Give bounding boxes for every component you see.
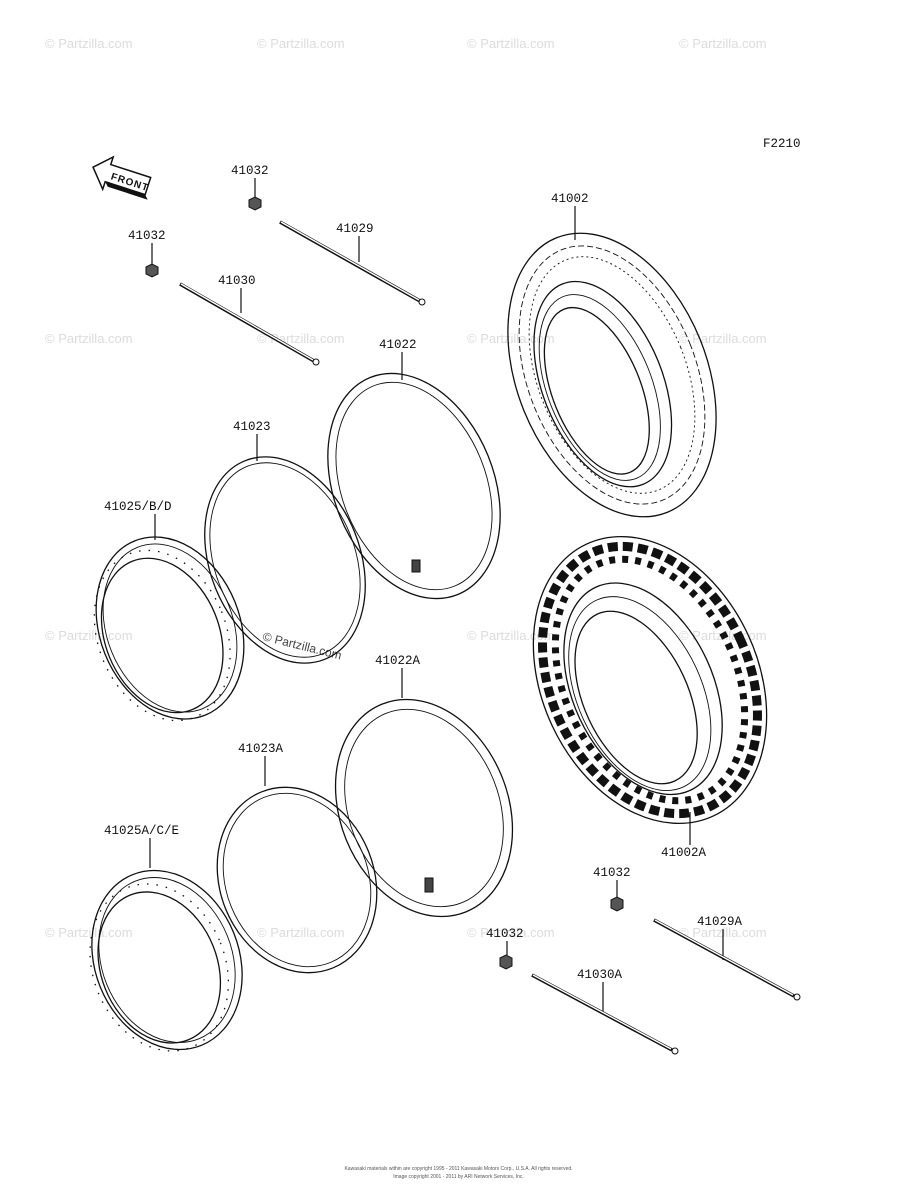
watermark: © Partzilla.com bbox=[45, 925, 133, 940]
watermark: © Partzilla.com bbox=[467, 331, 555, 346]
label-41022: 41022 bbox=[379, 338, 417, 352]
label-41029: 41029 bbox=[336, 222, 374, 236]
valve-nut-icon bbox=[145, 263, 159, 278]
label-41002A: 41002A bbox=[661, 846, 707, 860]
front-axle-alt-icon bbox=[653, 918, 801, 1001]
label-41023: 41023 bbox=[233, 420, 271, 434]
copyright-line-1: Kawasaki materials within are copyright … bbox=[344, 1166, 573, 1172]
axle-nut-icon bbox=[610, 896, 624, 912]
label-41032-upper-left: 41032 bbox=[128, 229, 166, 243]
tube-valve-icon bbox=[424, 877, 434, 893]
label-41022A: 41022A bbox=[375, 654, 421, 668]
label-41032-upper-right: 41032 bbox=[231, 164, 269, 178]
watermark: © Partzilla.com bbox=[257, 925, 345, 940]
label-41032-lower-right: 41032 bbox=[593, 866, 631, 880]
valve-nut-icon bbox=[248, 196, 262, 211]
watermark: © Partzilla.com bbox=[467, 36, 555, 51]
label-41030: 41030 bbox=[218, 274, 256, 288]
rear-axle-alt-icon bbox=[531, 973, 679, 1055]
tube-valve-icon bbox=[411, 559, 421, 573]
watermark: © Partzilla.com bbox=[679, 331, 767, 346]
copyright-line-2: Image copyright 2001 - 2011 by ARI Netwo… bbox=[393, 1174, 524, 1180]
watermark: © Partzilla.com bbox=[45, 628, 133, 643]
label-41029A: 41029A bbox=[697, 915, 743, 929]
watermark: © Partzilla.com bbox=[257, 36, 345, 51]
watermark: © Partzilla.com bbox=[467, 628, 555, 643]
watermark: © Partzilla.com bbox=[45, 331, 133, 346]
watermark: © Partzilla.com bbox=[45, 36, 133, 51]
rear-rim-band-icon bbox=[216, 786, 378, 974]
label-41032-lower-left: 41032 bbox=[486, 927, 524, 941]
watermark: © Partzilla.com bbox=[467, 925, 555, 940]
front-arrow-icon: FRONT bbox=[92, 155, 152, 200]
rear-tire-icon bbox=[532, 535, 768, 825]
rear-inner-tube-icon bbox=[334, 698, 514, 918]
rear-axle-icon bbox=[179, 282, 320, 366]
front-axle-icon bbox=[279, 220, 426, 306]
label-41023A: 41023A bbox=[238, 742, 284, 756]
label-41025A: 41025A/C/E bbox=[104, 824, 179, 838]
label-41030A: 41030A bbox=[577, 968, 623, 982]
label-41002: 41002 bbox=[551, 192, 589, 206]
label-41025: 41025/B/D bbox=[104, 500, 172, 514]
front-rim-band-icon bbox=[204, 456, 366, 664]
watermark: © Partzilla.com bbox=[679, 36, 767, 51]
axle-nut-icon bbox=[499, 954, 513, 970]
figure-code: F2210 bbox=[763, 137, 801, 151]
watermark-layer: © Partzilla.com © Partzilla.com © Partzi… bbox=[45, 36, 767, 940]
rear-rim-icon bbox=[89, 869, 243, 1052]
front-tire-icon bbox=[507, 232, 717, 518]
front-inner-tube-icon bbox=[327, 372, 501, 600]
watermark: © Partzilla.com bbox=[257, 331, 345, 346]
front-rim-icon bbox=[93, 536, 245, 722]
